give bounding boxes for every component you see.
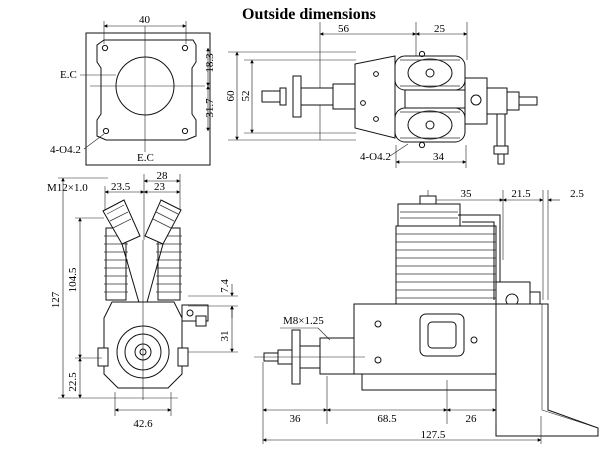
- ec-left-label: E.C: [60, 69, 77, 81]
- mount-width-label: 40: [139, 14, 151, 26]
- side-dim-2-5: 2.5: [570, 188, 584, 200]
- mount-view: 40 18.3 31.7 E.C E.C 4-O4.2: [50, 14, 216, 166]
- front-view: 28 23.5 23 M12×1.0: [47, 170, 238, 430]
- side-dim-127-5: 127.5: [421, 429, 446, 441]
- top-cylinder: [394, 55, 466, 91]
- mount-dim-lower: 31.7: [204, 98, 216, 118]
- side-dim-26: 26: [466, 413, 478, 425]
- front-cylinder-right: [144, 199, 182, 301]
- top-cylinder: [394, 107, 466, 143]
- mount-dim-upper: 18.3: [204, 53, 216, 73]
- mount-hole: [102, 127, 110, 135]
- front-dim-42-6: 42.6: [133, 418, 153, 430]
- top-dim-60: 60: [225, 90, 237, 102]
- side-dim-35: 35: [461, 188, 473, 200]
- top-dim-52: 52: [240, 91, 252, 102]
- ec-bottom-label: E.C: [137, 152, 154, 164]
- side-dim-21-5: 21.5: [511, 188, 531, 200]
- top-dim-25: 25: [434, 23, 446, 35]
- front-dim-22-5: 22.5: [67, 372, 79, 392]
- front-dim-23: 23: [154, 181, 166, 193]
- front-dim-104-5: 104.5: [67, 267, 79, 292]
- side-view: 35 21.5 2.5: [254, 188, 599, 444]
- mount-hole: [181, 44, 189, 52]
- mount-hole: [181, 127, 189, 135]
- side-dim-36: 36: [290, 413, 302, 425]
- mount-holes-label: 4-O4.2: [50, 144, 81, 156]
- front-thread-label: M12×1.0: [47, 182, 88, 194]
- top-view: 56 25 60 52: [225, 22, 538, 168]
- mount-hole: [101, 44, 109, 52]
- front-cylinder-left: [102, 199, 141, 301]
- front-dim-7-4: 7.4: [219, 279, 231, 293]
- top-holes-label: 4-O4.2: [360, 151, 391, 163]
- mount-frame: [85, 32, 211, 166]
- side-thread-label: M8×1.25: [283, 315, 324, 327]
- front-dim-28: 28: [157, 170, 169, 182]
- side-dim-68-5: 68.5: [377, 413, 397, 425]
- mount-plate: [96, 39, 197, 141]
- diagram-title: Outside dimensions: [242, 6, 376, 23]
- front-dim-127: 127: [50, 291, 62, 308]
- top-dim-34: 34: [433, 151, 445, 163]
- front-dim-23-5: 23.5: [111, 181, 131, 193]
- front-dim-31: 31: [219, 331, 231, 342]
- top-dim-56: 56: [338, 23, 350, 35]
